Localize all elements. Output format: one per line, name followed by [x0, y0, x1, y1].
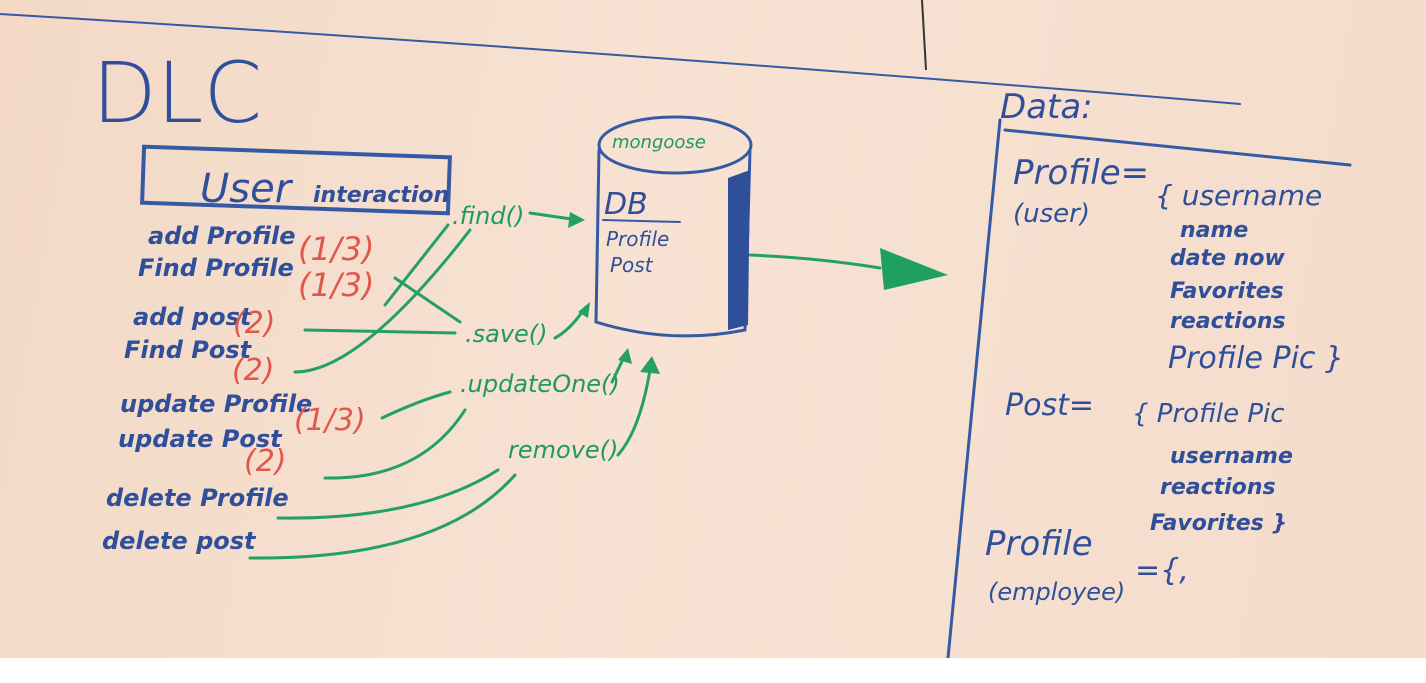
profile-user-sublabel: (user)	[1013, 199, 1090, 229]
methods-list: .find() .save() .updateOne() remove()	[452, 202, 620, 464]
post-field: username	[1170, 444, 1293, 469]
operations-list: add Profile (1/3) Find Profile (1/3) add…	[102, 222, 374, 555]
board-tick-mark	[921, 0, 927, 71]
operation-badge: (1/3)	[294, 403, 366, 438]
arrowhead-db-to-data	[880, 248, 948, 290]
post-field: reactions	[1160, 475, 1276, 500]
operation-label: update Post	[118, 425, 283, 453]
whiteboard	[0, 0, 1426, 658]
operation-label: delete post	[102, 527, 257, 555]
board-divider-line	[946, 118, 1002, 658]
db-body	[594, 148, 752, 338]
operation-label: Find Post	[124, 336, 253, 364]
profile-user-label: Profile=	[1013, 153, 1149, 193]
operation-label: update Profile	[120, 390, 312, 418]
operation-label: add Profile	[148, 222, 295, 250]
profile-field: reactions	[1170, 309, 1286, 334]
page-title: DLC	[92, 44, 262, 142]
db-header: mongoose	[612, 132, 706, 153]
arrow-db-to-data	[748, 253, 882, 270]
db-top	[597, 115, 753, 175]
method-label: .updateOne()	[460, 370, 620, 398]
db-collection: Profile	[606, 227, 669, 251]
arrowhead	[618, 348, 632, 364]
data-panel-top-line	[1003, 128, 1352, 167]
arrow-findprofile-find	[383, 223, 450, 307]
operation-badge: (2)	[233, 306, 276, 341]
db-name: DB	[604, 187, 648, 222]
connectors	[248, 211, 948, 560]
post-field: Favorites }	[1150, 511, 1287, 536]
method-label: .save()	[465, 320, 548, 348]
operation-label: add post	[133, 303, 253, 331]
arrow-deleteprofile-remove	[276, 468, 500, 520]
post-field: { Profile Pic	[1132, 399, 1285, 429]
board-top-line	[0, 13, 1241, 105]
user-box-suffix: interaction	[313, 183, 449, 208]
profile-employee-value: ={,	[1135, 553, 1189, 588]
database-cylinder: mongoose DB Profile Post	[594, 115, 753, 338]
bottom-margin	[0, 658, 1426, 683]
operation-badge: (2)	[244, 444, 287, 479]
profile-field: Profile Pic }	[1168, 341, 1344, 376]
arrow-findpost-find	[293, 228, 472, 374]
arrow-updatepost-update	[323, 408, 467, 480]
user-box-prefix: User	[200, 166, 294, 212]
arrowhead	[568, 212, 585, 228]
operation-badge: (1/3)	[298, 266, 374, 304]
arrowhead	[578, 302, 590, 318]
post-label: Post=	[1005, 388, 1094, 423]
arrow-addpost-save	[303, 328, 457, 335]
profile-field: Favorites	[1170, 279, 1284, 304]
db-shading	[728, 170, 750, 330]
data-panel: Data: Profile= (user) { username name da…	[985, 87, 1344, 606]
operation-badge: (2)	[232, 353, 275, 388]
profile-field: date now	[1170, 246, 1285, 271]
operation-badge: (1/3)	[298, 230, 374, 268]
arrow-addprofile-save	[393, 276, 462, 324]
operation-label: delete Profile	[106, 484, 289, 512]
arrow-deletepost-remove	[248, 473, 517, 560]
arrow-updateprofile-update	[380, 390, 452, 420]
profile-employee-label: Profile	[985, 524, 1093, 564]
method-label: .find()	[452, 202, 524, 230]
method-label: remove()	[508, 436, 618, 464]
db-collection: Post	[610, 253, 654, 277]
operation-label: Find Profile	[138, 254, 294, 282]
profile-field: { username	[1155, 179, 1322, 212]
arrowhead	[640, 356, 660, 374]
profile-employee-sublabel: (employee)	[988, 578, 1125, 606]
db-name-underline	[602, 219, 681, 223]
data-heading: Data:	[1000, 87, 1093, 127]
profile-field: name	[1180, 218, 1248, 243]
diagram-canvas: DLC User interaction add Profile (1/3) F…	[0, 0, 1352, 658]
arrow-remove-to-db	[616, 368, 652, 457]
user-interaction-box	[140, 144, 452, 216]
